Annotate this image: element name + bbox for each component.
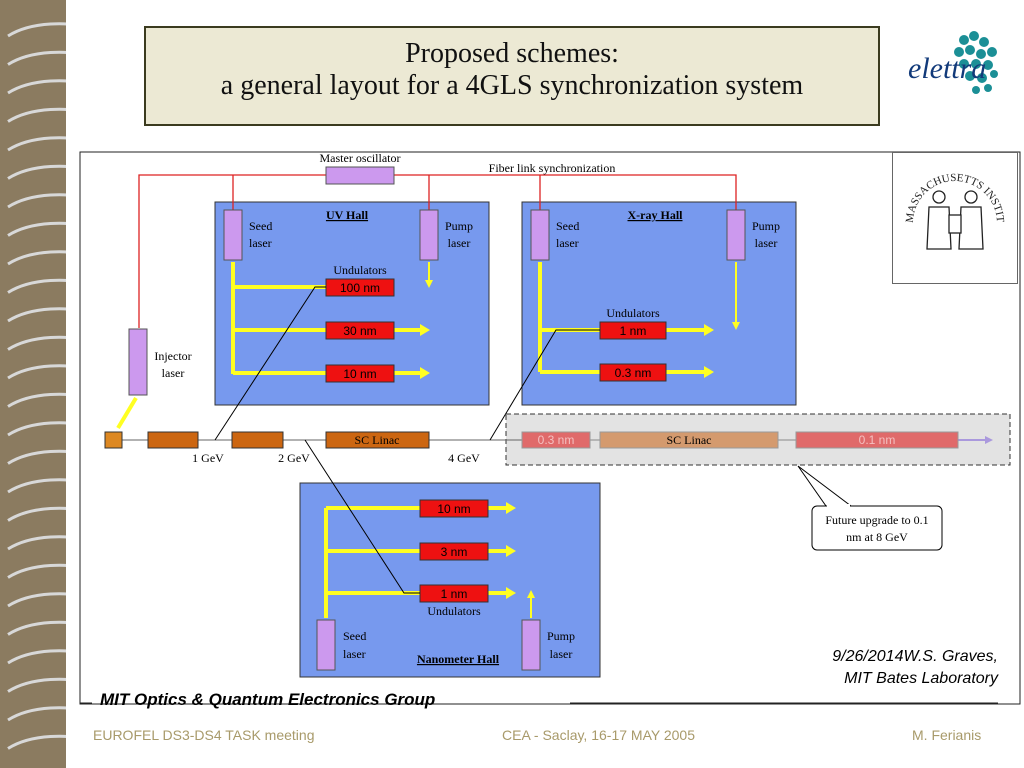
mit-seal: MASSACHUSETTS INSTITUTE OF TECHNOLOGY bbox=[889, 144, 1018, 284]
energy-4gev: 4 GeV bbox=[448, 451, 480, 465]
master-oscillator bbox=[325, 166, 395, 185]
xray-wavelength-2: 0.3 nm bbox=[615, 366, 652, 380]
xray-pump-laser bbox=[726, 209, 746, 261]
uv-seed-label-2: laser bbox=[249, 236, 272, 250]
nano-pump-label-1: Pump bbox=[547, 629, 575, 643]
elettra-wordmark: elettra bbox=[908, 52, 986, 85]
nano-undulator-3nm bbox=[419, 542, 489, 561]
uv-undulator-30nm bbox=[325, 321, 395, 340]
future-03nm-label: 0.3 nm bbox=[538, 433, 575, 447]
electron-transport-lines bbox=[214, 286, 600, 594]
nano-undulator-10nm bbox=[419, 499, 489, 518]
callout-pointer bbox=[797, 465, 853, 507]
uv-pump-laser bbox=[419, 209, 439, 261]
nano-seed-laser bbox=[316, 619, 336, 671]
xray-hall-title: X-ray Hall bbox=[628, 208, 684, 222]
callout-line-1: Future upgrade to 0.1 bbox=[825, 513, 928, 527]
xray-seed-label-2: laser bbox=[556, 236, 579, 250]
uv-wavelength-2: 30 nm bbox=[343, 324, 376, 338]
elettra-logo: elettra bbox=[908, 31, 998, 94]
author-line-2: MIT Bates Laboratory bbox=[844, 670, 998, 687]
nano-wavelength-1: 10 nm bbox=[437, 502, 470, 516]
nano-hall-title: Nanometer Hall bbox=[417, 652, 500, 666]
footer-center: CEA - Saclay, 16-17 MAY 2005 bbox=[502, 727, 695, 743]
linac-section-2 bbox=[231, 431, 284, 449]
nano-wavelength-3: 1 nm bbox=[441, 587, 468, 601]
nano-wavelength-2: 3 nm bbox=[441, 545, 468, 559]
nano-pump-label-2: laser bbox=[550, 647, 573, 661]
uv-hall-title: UV Hall bbox=[326, 208, 369, 222]
fiber-link-label: Fiber link synchronization bbox=[489, 161, 616, 175]
diagram-frame bbox=[79, 151, 1021, 705]
future-undulator-01nm bbox=[795, 431, 959, 449]
title-line-2: a general layout for a 4GLS synchronizat… bbox=[220, 70, 804, 101]
uv-seed-laser bbox=[223, 209, 243, 261]
title-box: Proposed schemes: a general layout for a… bbox=[144, 26, 880, 126]
title-line-1: Proposed schemes: bbox=[405, 38, 619, 69]
uv-seed-label-1: Seed bbox=[249, 219, 272, 233]
footer-right: M. Ferianis bbox=[912, 727, 982, 743]
electron-beamline bbox=[122, 436, 993, 444]
uv-undulators-label: Undulators bbox=[333, 263, 387, 277]
uv-undulator-10nm bbox=[325, 364, 395, 383]
future-upgrade-callout bbox=[811, 505, 943, 551]
future-01nm-label: 0.1 nm bbox=[859, 433, 896, 447]
author-block: 9/26/2014W.S. Graves, MIT Bates Laborato… bbox=[832, 646, 998, 690]
xray-wavelength-1: 1 nm bbox=[620, 324, 647, 338]
xray-undulator-03nm bbox=[599, 363, 667, 382]
beam-arrowheads bbox=[420, 280, 740, 599]
nano-pump-laser bbox=[521, 619, 541, 671]
group-name: MIT Optics & Quantum Electronics Group bbox=[100, 690, 436, 709]
xray-pump-label-1: Pump bbox=[752, 219, 780, 233]
mit-figures bbox=[926, 190, 984, 250]
sc-linac bbox=[325, 431, 430, 449]
uv-wavelength-1: 100 nm bbox=[340, 281, 380, 295]
injector-label-1: Injector bbox=[154, 349, 191, 363]
energy-2gev: 2 GeV bbox=[278, 451, 310, 465]
uv-wavelength-3: 10 nm bbox=[343, 367, 376, 381]
footer-left: EUROFEL DS3-DS4 TASK meeting bbox=[93, 727, 315, 743]
uv-pump-label-1: Pump bbox=[445, 219, 473, 233]
future-sc-linac bbox=[599, 431, 779, 449]
linac-section-1 bbox=[147, 431, 199, 449]
energy-1gev: 1 GeV bbox=[192, 451, 224, 465]
xray-seed-laser bbox=[530, 209, 550, 261]
nano-seed-label-2: laser bbox=[343, 647, 366, 661]
future-sc-linac-label: SC Linac bbox=[667, 433, 712, 447]
xray-seed-label-1: Seed bbox=[556, 219, 579, 233]
xray-undulators-label: Undulators bbox=[606, 306, 660, 320]
nano-seed-label-1: Seed bbox=[343, 629, 366, 643]
injector-label-2: laser bbox=[162, 366, 185, 380]
nano-undulators-label: Undulators bbox=[427, 604, 481, 618]
master-oscillator-label: Master oscillator bbox=[320, 151, 401, 165]
gun-cavity bbox=[104, 431, 123, 449]
fiber-link-lines bbox=[138, 174, 737, 328]
author-line-1: 9/26/2014W.S. Graves, bbox=[832, 648, 998, 665]
injector-laser bbox=[128, 328, 148, 396]
uv-pump-label-2: laser bbox=[448, 236, 471, 250]
sc-linac-label: SC Linac bbox=[355, 433, 400, 447]
xray-pump-label-2: laser bbox=[755, 236, 778, 250]
future-undulator-03nm bbox=[521, 431, 591, 449]
callout-line-2: nm at 8 GeV bbox=[846, 530, 908, 544]
